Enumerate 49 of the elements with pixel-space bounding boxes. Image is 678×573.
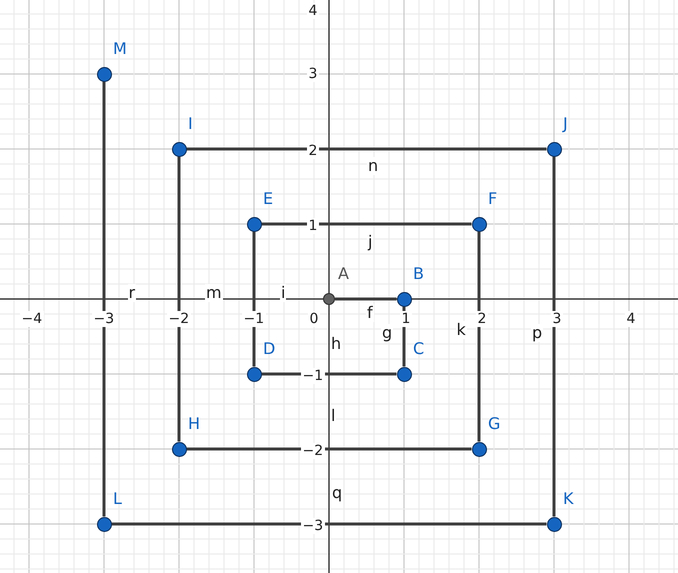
tick-label: 4 bbox=[624, 311, 638, 327]
tick-label: 2 bbox=[306, 143, 320, 159]
point-label: J bbox=[563, 115, 568, 133]
edge-label: r bbox=[128, 284, 136, 302]
point-label: I bbox=[188, 115, 193, 133]
tick-label: −1 bbox=[242, 311, 266, 327]
line-segment bbox=[186, 448, 472, 450]
line-segment bbox=[102, 82, 106, 516]
tick-label: −4 bbox=[20, 311, 44, 327]
tick-label: 1 bbox=[306, 218, 320, 234]
line-segment bbox=[252, 232, 256, 366]
line-segment bbox=[178, 156, 180, 442]
point-label: G bbox=[488, 415, 500, 433]
tick-label: 0 bbox=[308, 311, 320, 327]
line-segment bbox=[478, 232, 480, 442]
tick-label: −2 bbox=[166, 311, 192, 327]
tick-label: −1 bbox=[300, 368, 326, 384]
line-segment bbox=[402, 306, 406, 366]
line-segment bbox=[112, 522, 546, 526]
point-label: E bbox=[263, 190, 274, 208]
point-label: A bbox=[338, 265, 349, 283]
tick-label: 3 bbox=[306, 66, 320, 82]
tick-label: 3 bbox=[550, 311, 564, 327]
tick-label: −3 bbox=[300, 518, 326, 534]
point-label: B bbox=[413, 265, 424, 283]
edge-label: p bbox=[531, 324, 544, 342]
point-label: K bbox=[563, 490, 574, 508]
edge-label: m bbox=[205, 284, 223, 302]
tick-label: −2 bbox=[300, 443, 326, 459]
tick-label: 2 bbox=[476, 311, 488, 327]
line-segment bbox=[552, 156, 556, 516]
edge-label: g bbox=[381, 324, 394, 342]
edge-label: j bbox=[367, 233, 374, 251]
point-label: M bbox=[113, 40, 127, 58]
line-segment bbox=[186, 148, 546, 150]
edge-label: k bbox=[456, 321, 467, 339]
point-label: F bbox=[488, 190, 498, 208]
point-label: C bbox=[413, 340, 424, 358]
line-segment bbox=[335, 298, 396, 300]
point-label: D bbox=[263, 340, 276, 358]
point-label: H bbox=[188, 415, 200, 433]
edge-label: i bbox=[280, 284, 286, 302]
edge-label: n bbox=[367, 157, 380, 175]
tick-label: 1 bbox=[400, 311, 412, 327]
tick-label: 4 bbox=[306, 3, 320, 19]
line-segment bbox=[262, 222, 472, 226]
point-label: L bbox=[113, 490, 122, 508]
tick-label: −3 bbox=[92, 311, 116, 327]
edge-label: f bbox=[366, 304, 374, 322]
